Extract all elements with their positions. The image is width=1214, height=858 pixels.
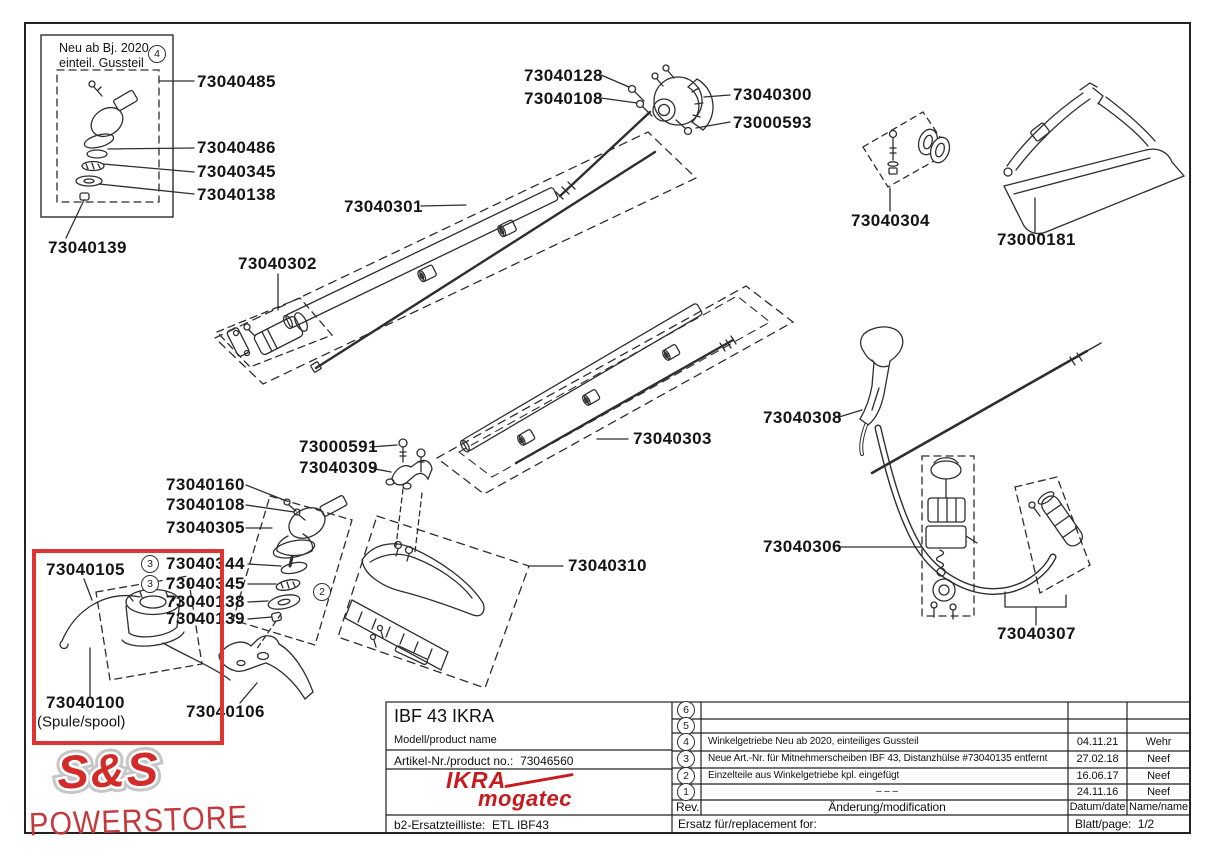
rev-2-name: Neef [1147, 770, 1170, 782]
date-header-label: Datum/date [1069, 801, 1126, 813]
harness-73000181 [1003, 82, 1186, 235]
rev-1-date: 24.11.16 [1076, 786, 1119, 798]
handlebar-tube [870, 342, 1102, 595]
rev-3-name: Neef [1147, 753, 1170, 765]
part-label-73040139-box: 73040139 [48, 238, 127, 257]
page-label: Blatt/page: [1075, 817, 1132, 831]
brand-line2: mogatec [478, 786, 572, 811]
part-label-73040105: 73040105 [46, 560, 125, 579]
badge-3b: 3 [141, 575, 159, 593]
handle-73040308 [838, 326, 904, 456]
grip-73040307 [1004, 476, 1091, 626]
article-value: 73046560 [520, 754, 574, 768]
part-label-73000181: 73000181 [997, 230, 1076, 249]
part-label-73040303: 73040303 [633, 429, 712, 448]
rev-4-date: 04.11.21 [1076, 736, 1119, 748]
part-label-73040305: 73040305 [166, 518, 245, 537]
ss-monogram: S&S S&S S&S [51, 736, 188, 805]
part-label-73040310: 73040310 [568, 556, 647, 575]
part-label-73040138-box: 73040138 [197, 185, 276, 204]
part-label-73040138-mid: 73040138 [166, 592, 245, 611]
part-label-73040309: 73040309 [299, 458, 378, 477]
rev-3-text: Neue Art.-Nr. für Mitnehmerscheiben IBF … [708, 753, 1048, 764]
article-label: Artikel-Nr./product no.: [394, 754, 514, 768]
rev-3-date: 27.02.18 [1076, 753, 1119, 765]
highlight-box-spool [32, 549, 224, 745]
product-name-label: Modell/product name [394, 734, 497, 746]
part-label-73040139-mid: 73040139 [166, 609, 245, 628]
part-label-73040486: 73040486 [197, 138, 276, 157]
title-block-grid [385, 701, 1191, 834]
part-label-73040485: 73040485 [197, 72, 276, 91]
part-label-73040300: 73040300 [733, 85, 812, 104]
replacement-label: Ersatz für/replacement for: [678, 817, 817, 831]
part-label-73040100: 73040100 [46, 693, 125, 712]
powerstore-wordmark: POWERSTORE [28, 799, 249, 844]
change-header-label: Änderung/modification [828, 800, 946, 814]
article-number: Artikel-Nr./product no.: 73046560 [394, 754, 573, 768]
rev-4-name: Wehr [1145, 736, 1172, 748]
part-label-73040308: 73040308 [763, 408, 842, 427]
rev-badge-3: 3 [677, 750, 695, 768]
part-label-73040301: 73040301 [344, 197, 423, 216]
part-label-73040302: 73040302 [238, 254, 317, 273]
page-value: 1/2 [1137, 817, 1155, 831]
detail-box-badge-4: 4 [148, 45, 166, 63]
rev-badge-4: 4 [677, 733, 695, 751]
part-label-73040344: 73040344 [166, 554, 245, 573]
ikra-mogatec-logo: IKRA mogatec [446, 767, 616, 811]
badge-2: 2 [313, 583, 331, 601]
part-label-73040345-mid: 73040345 [166, 574, 245, 593]
rev-4-text: Winkelgetriebe Neu ab 2020, einteiliges … [708, 736, 919, 747]
parts-list-value: ETL IBF43 [492, 818, 549, 832]
ss-fill: S&S [56, 741, 161, 799]
product-name: IBF 43 IKRA [394, 706, 495, 726]
part-label-73040304: 73040304 [851, 211, 930, 230]
rev-header-label: Rev. [676, 800, 700, 814]
parts-list-label: b2-Ersatzteilliste: [394, 818, 486, 832]
name-header-label: Name/name [1128, 801, 1188, 813]
part-label-73040108-top: 73040108 [524, 89, 603, 108]
part-label-73040106: 73040106 [186, 702, 265, 721]
detail-box-note-line1: Neu ab Bj. 2020 [59, 41, 149, 55]
part-label-73040128: 73040128 [524, 66, 603, 85]
part-label-73040108-mid: 73040108 [166, 495, 245, 514]
part-label-73040307: 73040307 [997, 624, 1076, 643]
part-label-73040160: 73040160 [166, 475, 245, 494]
part-label-73040306: 73040306 [763, 537, 842, 556]
parts-list-id: b2-Ersatzteilliste: ETL IBF43 [394, 818, 549, 832]
shaft-tube-73040303 [435, 285, 795, 495]
clamp-73040304 [862, 111, 951, 212]
gearhead-73040300 [555, 64, 731, 200]
brand-line1: IKRA [446, 767, 507, 793]
rev-1-name: Neef [1147, 786, 1170, 798]
page-info: Blatt/page: 1/2 [1075, 816, 1154, 832]
rev-2-date: 16.06.17 [1076, 770, 1119, 782]
guard-73040310 [337, 515, 564, 689]
rev-badge-1: 1 [677, 783, 695, 801]
shaft-tube-73040301 [213, 131, 698, 385]
rev-1-text: – – – [876, 786, 898, 797]
detail-box-note-line2: einteil. Gussteil [59, 56, 144, 70]
blade-73040106 [218, 635, 314, 704]
rev-2-text: Einzelteile aus Winkelgetriebe kpl. eing… [708, 770, 900, 781]
part-label-73000593: 73000593 [733, 113, 812, 132]
bracket-73040309 [369, 438, 433, 553]
mount-73040306 [838, 455, 978, 620]
part-label-spool-sub: (Spule/spool) [37, 713, 126, 731]
part-label-73040345-box: 73040345 [197, 162, 276, 181]
powerstore-logo: S&S S&S S&S POWERSTORE [26, 736, 249, 843]
detail-box-gearbox [40, 34, 195, 239]
coupler-73040302 [215, 273, 334, 368]
gearhead-73040305 [232, 484, 353, 651]
badge-3a: 3 [141, 555, 159, 573]
part-label-73000591: 73000591 [299, 437, 378, 456]
